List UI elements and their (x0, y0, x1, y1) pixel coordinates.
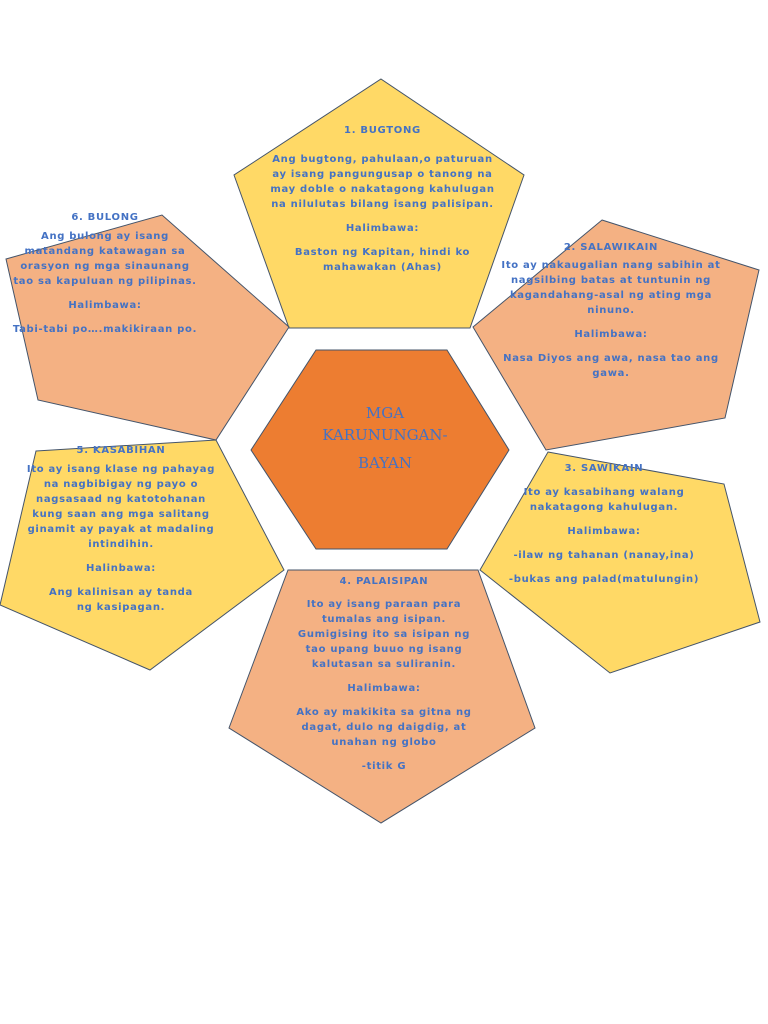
salawikain-title: 2. SALAWIKAIN (563, 242, 659, 253)
palaisipan-pentagon (228, 569, 536, 824)
kasabihan-example-label: Halinbawa: (86, 563, 156, 574)
kasabihan-body: Ito ay isang klase ng pahayag na nagbibi… (26, 464, 216, 550)
sawikain-pentagon (479, 451, 761, 674)
bulong-pentagon (5, 214, 290, 441)
palaisipan-answer: -titik G (361, 761, 407, 772)
center-hexagon (250, 349, 510, 550)
bulong-text: 6. BULONG Ang bulong ay isang matandang … (10, 210, 200, 346)
bulong-body: Ang bulong ay isang matandang katawagan … (13, 231, 197, 287)
kasabihan-text: 5. KASABIHAN Ito ay isang klase ng pahay… (26, 443, 216, 624)
salawikain-body: Ito ay nakaugalian nang sabihin at nagsi… (501, 260, 721, 316)
sawikain-body: Ito ay kasabihang walang nakatagong kahu… (523, 487, 685, 513)
palaisipan-example: Ako ay makikita sa gitna ng dagat, dulo … (296, 707, 472, 748)
kasabihan-title: 5. KASABIHAN (76, 445, 166, 456)
palaisipan-body: Ito ay isang paraan para tumalas ang isi… (297, 599, 471, 670)
sawikain-title: 3. SAWIKAIN (564, 463, 644, 474)
bugtong-pentagon (233, 78, 525, 329)
bulong-example: Tabi-tabi po….makikiraan po. (12, 324, 198, 335)
center-title-line-1: MGA (365, 404, 405, 422)
palaisipan-text: 4. PALAISIPAN Ito ay isang paraan para t… (290, 574, 478, 783)
bugtong-example: Baston ng Kapitan, hindi ko mahawakan (A… (294, 247, 471, 273)
bugtong-title: 1. BUGTONG (344, 125, 421, 136)
center-title-line-2: KARUNUNGAN- (322, 426, 448, 444)
bulong-example-label: Halimbawa: (68, 300, 142, 311)
sawikain-example-label: Halimbawa: (567, 526, 641, 537)
palaisipan-title: 4. PALAISIPAN (339, 576, 429, 587)
sawikain-text: 3. SAWIKAIN Ito ay kasabihang walang nak… (500, 461, 708, 596)
sawikain-example-2: -bukas ang palad(matulungin) (508, 574, 700, 585)
kasabihan-pentagon (0, 439, 285, 671)
bugtong-example-label: Halimbawa: (345, 223, 420, 234)
center-title-line-3: BAYAN (358, 454, 412, 472)
palaisipan-example-label: Halimbawa: (347, 683, 421, 694)
kasabihan-example: Ang kalinisan ay tanda ng kasipagan. (49, 587, 193, 613)
salawikain-example: Nasa Diyos ang awa, nasa tao ang gawa. (503, 353, 719, 379)
bulong-title: 6. BULONG (71, 212, 139, 223)
salawikain-pentagon (472, 219, 760, 451)
bugtong-text: 1. BUGTONG Ang bugtong, pahulaan,o patur… (270, 123, 495, 284)
salawikain-example-label: Halimbawa: (574, 329, 648, 340)
salawikain-text: 2. SALAWIKAIN Ito ay nakaugalian nang sa… (500, 240, 722, 390)
bugtong-body: Ang bugtong, pahulaan,o paturuan ay isan… (270, 154, 495, 210)
sawikain-example-1: -ilaw ng tahanan (nanay,ina) (513, 550, 695, 561)
center-title: MGA KARUNUNGAN- BAYAN (300, 402, 470, 474)
